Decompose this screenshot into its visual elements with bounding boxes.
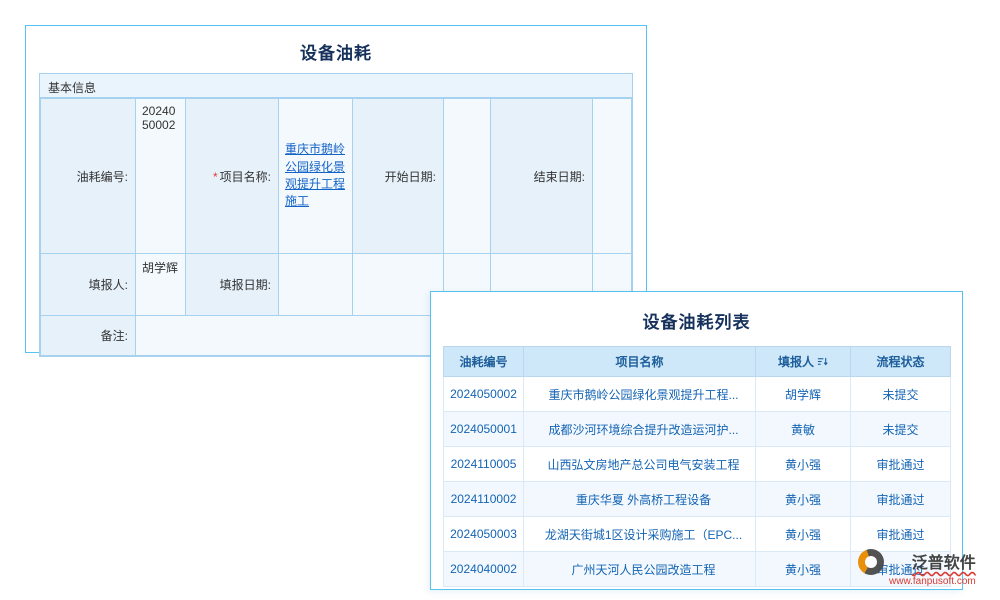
project-cell[interactable]: 成都沙河环境综合提升改造运河护... xyxy=(523,411,756,447)
fuel-no-cell[interactable]: 2024050003 xyxy=(443,516,524,552)
status-cell: 审批通过 xyxy=(850,446,951,482)
table-row[interactable]: 2024050001 成都沙河环境综合提升改造运河护... 黄敏 未提交 xyxy=(443,411,951,447)
project-cell[interactable]: 龙湖天街城1区设计采购施工（EPC... xyxy=(523,516,756,552)
empty-cell xyxy=(352,253,444,316)
status-cell: 审批通过 xyxy=(850,551,951,587)
brand-url: www.fanpusoft.com xyxy=(889,576,976,587)
project-name-label: *项目名称: xyxy=(185,98,279,254)
brand-name: 泛普软件 xyxy=(911,555,976,572)
status-cell: 审批通过 xyxy=(850,516,951,552)
col-status[interactable]: 流程状态 xyxy=(850,346,951,377)
project-name-label-text: 项目名称: xyxy=(219,169,271,184)
form-row-1: 油耗编号: 2024050002 *项目名称: 重庆市鹅岭公园绿化景观提升工程施… xyxy=(40,98,632,254)
col-reporter[interactable]: 填报人 xyxy=(755,346,851,377)
fanpu-logo-icon xyxy=(858,549,884,575)
project-cell[interactable]: 重庆华夏 外高桥工程设备 xyxy=(523,481,756,517)
report-date-field[interactable] xyxy=(278,253,353,316)
fuel-no-cell[interactable]: 2024110005 xyxy=(443,446,524,482)
remark-label: 备注: xyxy=(40,315,136,356)
status-cell: 审批通过 xyxy=(850,481,951,517)
section-basic-info-label: 基本信息 xyxy=(40,74,632,98)
reporter-cell: 黄小强 xyxy=(755,446,851,482)
fuel-no-value: 2024050002 xyxy=(135,98,186,254)
required-asterisk: * xyxy=(212,169,218,184)
project-cell[interactable]: 山西弘文房地产总公司电气安装工程 xyxy=(523,446,756,482)
list-header-row: 油耗编号 项目名称 填报人 流程状态 xyxy=(443,346,951,377)
report-date-label: 填报日期: xyxy=(185,253,279,316)
col-project-name[interactable]: 项目名称 xyxy=(523,346,756,377)
table-row[interactable]: 2024050003 龙湖天街城1区设计采购施工（EPC... 黄小强 审批通过 xyxy=(443,516,951,552)
table-row[interactable]: 2024040002 广州天河人民公园改造工程 黄小强 审批通过 xyxy=(443,551,951,587)
start-date-field[interactable] xyxy=(443,98,491,254)
table-row[interactable]: 2024050002 重庆市鹅岭公园绿化景观提升工程... 胡学辉 未提交 xyxy=(443,376,951,412)
table-row[interactable]: 2024110002 重庆华夏 外高桥工程设备 黄小强 审批通过 xyxy=(443,481,951,517)
fuel-list-panel: 设备油耗列表 油耗编号 项目名称 填报人 xyxy=(430,291,963,590)
project-name-cell: 重庆市鹅岭公园绿化景观提升工程施工 xyxy=(278,98,353,254)
fuel-no-cell[interactable]: 2024040002 xyxy=(443,551,524,587)
table-row[interactable]: 2024110005 山西弘文房地产总公司电气安装工程 黄小强 审批通过 xyxy=(443,446,951,482)
status-cell: 未提交 xyxy=(850,376,951,412)
fuel-no-cell[interactable]: 2024050001 xyxy=(443,411,524,447)
col-reporter-label: 填报人 xyxy=(777,355,814,369)
watermark: 泛普软件 www.fanpusoft.com xyxy=(858,549,976,587)
list-title: 设备油耗列表 xyxy=(642,313,751,332)
reporter-cell: 黄小强 xyxy=(755,481,851,517)
fuel-no-cell[interactable]: 2024110002 xyxy=(443,481,524,517)
project-cell[interactable]: 重庆市鹅岭公园绿化景观提升工程... xyxy=(523,376,756,412)
reporter-value: 胡学辉 xyxy=(135,253,186,316)
end-date-field[interactable] xyxy=(592,98,632,254)
project-name-link[interactable]: 重庆市鹅岭公园绿化景观提升工程施工 xyxy=(285,142,346,209)
status-cell: 未提交 xyxy=(850,411,951,447)
col-fuel-no[interactable]: 油耗编号 xyxy=(443,346,524,377)
sort-icon[interactable] xyxy=(817,356,828,367)
start-date-label: 开始日期: xyxy=(352,98,444,254)
fuel-list-table: 油耗编号 项目名称 填报人 流程状态 xyxy=(443,346,951,587)
reporter-cell: 黄敏 xyxy=(755,411,851,447)
reporter-cell: 黄小强 xyxy=(755,516,851,552)
end-date-label: 结束日期: xyxy=(490,98,593,254)
reporter-cell: 黄小强 xyxy=(755,551,851,587)
form-title: 设备油耗 xyxy=(300,44,372,63)
fuel-no-label: 油耗编号: xyxy=(40,98,136,254)
reporter-label: 填报人: xyxy=(40,253,136,316)
fuel-no-cell[interactable]: 2024050002 xyxy=(443,376,524,412)
project-cell[interactable]: 广州天河人民公园改造工程 xyxy=(523,551,756,587)
reporter-cell: 胡学辉 xyxy=(755,376,851,412)
